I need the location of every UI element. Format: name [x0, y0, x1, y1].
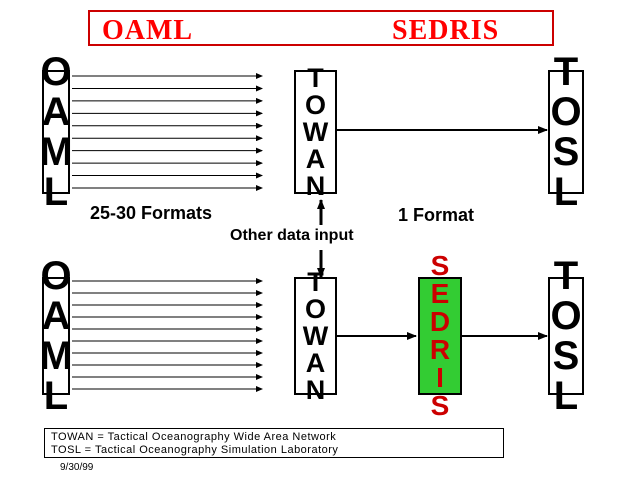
- date-stamp: 9/30/99: [60, 462, 94, 473]
- stacked-letter: O: [40, 254, 72, 298]
- stacked-letter: O: [550, 294, 582, 338]
- stacked-letter: L: [43, 374, 69, 418]
- stacked-letter: T: [307, 62, 324, 93]
- stacked-letter: E: [430, 278, 450, 309]
- stacked-letter: O: [40, 50, 72, 94]
- stacked-letter: L: [43, 170, 69, 214]
- legend-tosl-definition: TOSL = Tactical Oceanography Simulation …: [51, 444, 339, 456]
- many-formats-label: 25-30 Formats: [90, 203, 213, 223]
- title-target-label: SEDRIS: [392, 15, 500, 46]
- stacked-letter: A: [41, 90, 71, 134]
- stacked-letter: S: [552, 130, 580, 174]
- stacked-letter: O: [304, 293, 326, 324]
- stacked-letter: A: [305, 143, 326, 174]
- stacked-letter: W: [302, 116, 329, 147]
- title-banner: OAML SEDRIS: [88, 10, 554, 46]
- stacked-letter: W: [302, 320, 329, 351]
- stacked-letter: S: [552, 334, 580, 378]
- stacked-letter: S: [430, 390, 450, 421]
- stacked-letter: N: [305, 170, 326, 201]
- legend-box: TOWAN = Tactical Oceanography Wide Area …: [44, 428, 504, 458]
- stacked-letter: T: [553, 50, 579, 94]
- title-source-label: OAML: [102, 15, 194, 46]
- other-data-input-label: Other data input: [230, 227, 354, 244]
- stacked-letter: I: [436, 362, 444, 393]
- bottom-format-arrows: [72, 278, 263, 392]
- stacked-letter: O: [550, 90, 582, 134]
- stacked-letter: T: [307, 266, 324, 297]
- stacked-letter: D: [429, 306, 451, 337]
- stacked-letter: S: [430, 250, 450, 281]
- stacked-letter: A: [41, 294, 71, 338]
- stacked-letter: M: [39, 130, 73, 174]
- legend-towan-definition: TOWAN = Tactical Oceanography Wide Area …: [51, 431, 337, 443]
- stacked-letter: T: [553, 254, 579, 298]
- stacked-letter: O: [304, 89, 326, 120]
- stacked-letter: A: [305, 347, 326, 378]
- top-format-arrows: [72, 73, 263, 191]
- stacked-letter: M: [39, 334, 73, 378]
- stacked-letter: L: [553, 374, 579, 418]
- stacked-letter: R: [429, 334, 451, 365]
- stacked-letter: L: [553, 170, 579, 214]
- stacked-letter: N: [305, 374, 326, 405]
- one-format-label: 1 Format: [398, 205, 475, 225]
